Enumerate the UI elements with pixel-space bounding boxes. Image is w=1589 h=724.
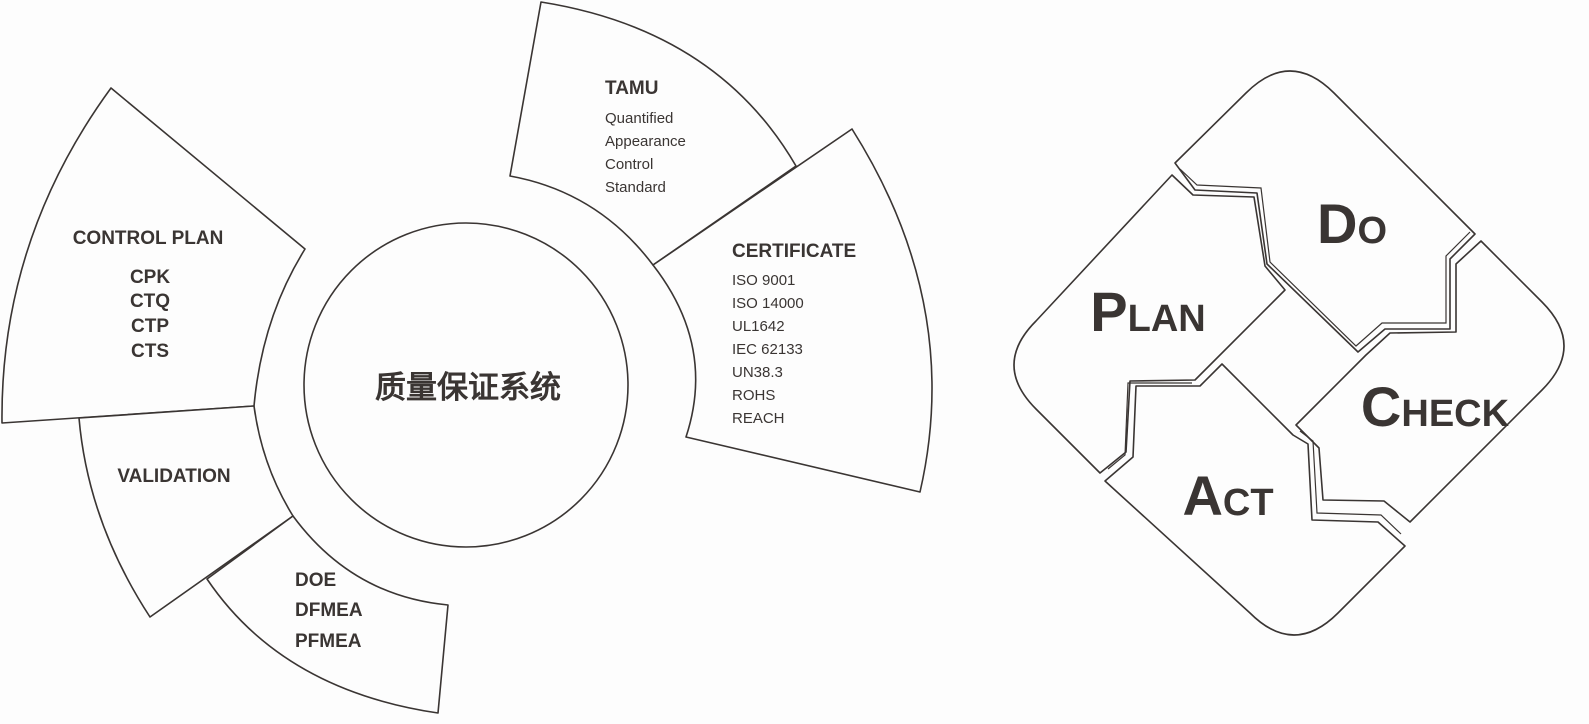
certificate-item: UL1642 [732,318,785,335]
control-plan-item: CTP [131,316,169,337]
segment-doe: DOE DFMEA PFMEA [206,515,449,714]
certificate-heading: CERTIFICATE [732,241,856,262]
doe-item: DOE [295,570,336,591]
center-circle: 质量保证系统 [303,222,629,548]
tamu-item: Control [605,156,653,173]
pdca-check-piece [1295,240,1565,523]
certificate-item: ISO 9001 [732,272,795,289]
control-plan-item: CTQ [130,291,170,312]
pdca-check-label: CHECK [1361,375,1510,438]
pdca-channel-line [1179,168,1471,347]
certificate-item: REACH [732,410,785,427]
doe-item: DFMEA [295,600,363,621]
certificate-item: UN38.3 [732,364,783,381]
certificate-item: ROHS [732,387,775,404]
certificate-item: ISO 14000 [732,295,804,312]
pdca-channel-line [1299,430,1402,535]
control-plan-item: CPK [130,267,170,288]
pdca-do-piece [1174,70,1476,353]
pdca-act-label: ACT [1182,464,1273,527]
tamu-item: Appearance [605,133,686,150]
segment-control-plan: CONTROL PLAN CPK CTQ CTP CTS [1,87,306,424]
pdca-do-label: DO [1317,192,1387,255]
control-plan-item: CTS [131,341,169,362]
tamu-heading: TAMU [605,78,658,99]
center-title: 质量保证系统 [375,370,561,406]
segment-tamu: TAMU Quantified Appearance Control Stand… [509,1,797,266]
control-plan-heading: CONTROL PLAN [73,228,224,249]
pdca-plan-piece [1013,174,1286,474]
certificate-item: IEC 62133 [732,341,803,358]
pdca-diamond: DO PLAN CHECK ACT [1013,70,1565,636]
pdca-act-piece [1104,363,1406,636]
doe-item: PFMEA [295,631,362,652]
segment-certificate: CERTIFICATE ISO 9001 ISO 14000 UL1642 IE… [652,128,933,493]
validation-heading: VALIDATION [117,466,230,487]
tamu-item: Quantified [605,110,673,127]
pdca-plan-label: PLAN [1090,280,1205,343]
pdca-channel-line [1107,382,1192,470]
segment-validation: VALIDATION [78,405,294,618]
tamu-item: Standard [605,179,666,196]
